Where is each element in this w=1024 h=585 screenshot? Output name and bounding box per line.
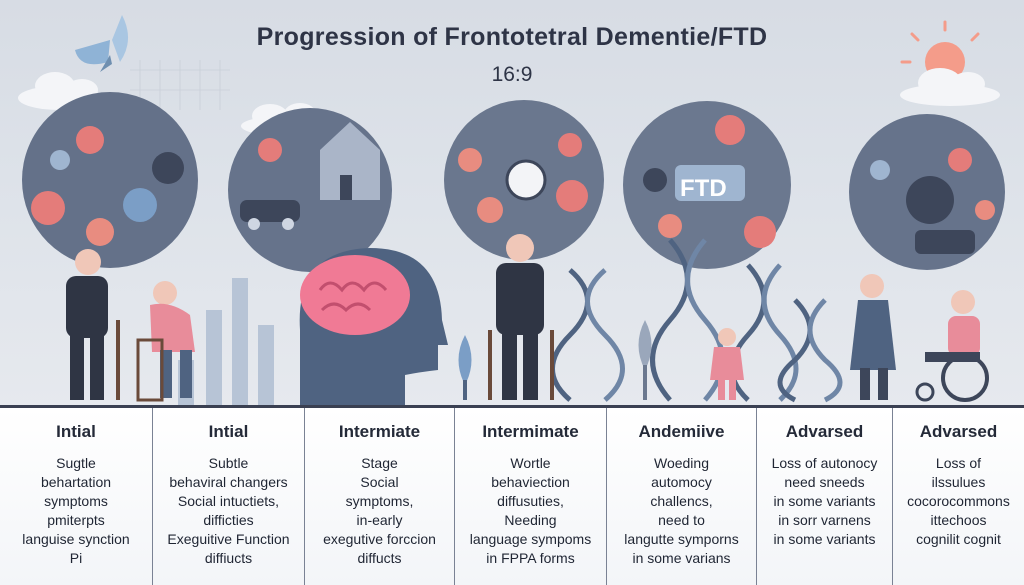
stage-text: languise synction [22,531,130,547]
stage-heading: Intial [56,422,96,441]
elderly-woman-with-walker [136,281,195,402]
stage-text: in some variants [773,493,876,509]
stage-text: Needing [504,512,557,528]
stage-text: diffiucts [204,550,253,566]
stage-column: Intial Sugtle behartation symptoms pmite… [0,408,152,585]
ftd-label: FTD [680,175,727,202]
stage-text: pmiterpts [47,512,105,528]
tree-icon [458,320,652,400]
stage-text: language sympoms [469,531,592,547]
stage-heading: Andemiive [638,422,725,441]
child-figure [710,328,744,400]
stage-text: diffucts [357,550,402,566]
stage-text: automocy [651,474,712,490]
stage-text: behaviral changers [169,474,288,490]
stage-column: Intermiate Stage Social symptoms, in-ear… [304,408,454,585]
elderly-man-with-cane [66,249,120,400]
stage-heading: Advarsed [785,422,864,441]
stage-text: symptoms, [345,493,414,509]
stage-text: in some variants [773,531,876,547]
stage-column: Advarsed Loss of ilssulues cocorocommons… [892,408,1024,585]
stage-text: behartation [40,474,112,490]
stage-text: ilssulues [931,474,986,490]
elderly-man-with-walker [488,234,554,400]
stage-text: in sorr varnens [778,512,871,528]
stage-text: cognilit cognit [916,531,1001,547]
stage-text: Sugtle [56,455,96,471]
person-in-wheelchair [915,290,989,402]
stage-text: symptoms [44,493,108,509]
stage-text: in-early [356,512,403,528]
stage-text: in FPPA forms [486,550,575,566]
head-brain-illustration [299,248,448,405]
stage-heading: Intial [208,422,249,441]
stage-text: behaviection [491,474,570,490]
stage-text: in some varians [632,550,731,566]
stage-text: difficties [203,512,254,528]
stage-text: Exeguitive Function [167,531,290,547]
background-bars [178,278,274,405]
stage-heading: Intermimate [482,422,579,441]
thought-bubble-1 [22,92,198,268]
stage-text: Social intuctiets, [177,493,280,509]
stage-text: Social [360,474,399,490]
stage-text: langutte symporns [624,531,739,547]
stage-column: Intial Subtle behaviral changers Social … [152,408,304,585]
thought-bubble-2 [228,108,392,272]
stage-text: cocorocommons [907,493,1010,509]
stage-text: exegutive forccion [323,531,436,547]
butterfly-icon [75,15,129,72]
stage-column: Intermimate Wortle behaviection diffusut… [454,408,606,585]
stage-text: Woeding [653,455,709,471]
background-grid [130,60,230,110]
stage-heading: Advarsed [919,422,998,441]
caregiver-walking [850,274,896,400]
stage-text: challencs, [650,493,713,509]
stage-text: Loss of [935,455,982,471]
stage-text: Pi [69,550,83,566]
stage-text: need sneeds [784,474,865,490]
stage-column: Advarsed Loss of autonocy need sneeds in… [756,408,892,585]
stage-heading: Intermiate [338,422,421,441]
stage-text: Wortle [510,455,551,471]
stage-text: ittechoos [930,512,987,528]
thought-bubble-4 [623,101,791,269]
stage-text: Loss of autonocy [771,455,878,471]
thought-bubble-3 [444,100,604,260]
stage-text: Subtle [208,455,249,471]
illustration: FTD [18,15,1005,405]
stage-text: Stage [361,455,398,471]
stages-panel: Intial Sugtle behartation symptoms pmite… [0,405,1024,585]
stage-text: need to [658,512,705,528]
stage-text: diffusuties, [497,493,564,509]
stage-column: Andemiive Woeding automocy challencs, ne… [606,408,756,585]
page-title: Progression of Frontotetral Dementie/FTD [256,23,768,51]
thought-bubble-5 [849,114,1005,270]
page-subtitle: 16:9 [491,63,533,86]
